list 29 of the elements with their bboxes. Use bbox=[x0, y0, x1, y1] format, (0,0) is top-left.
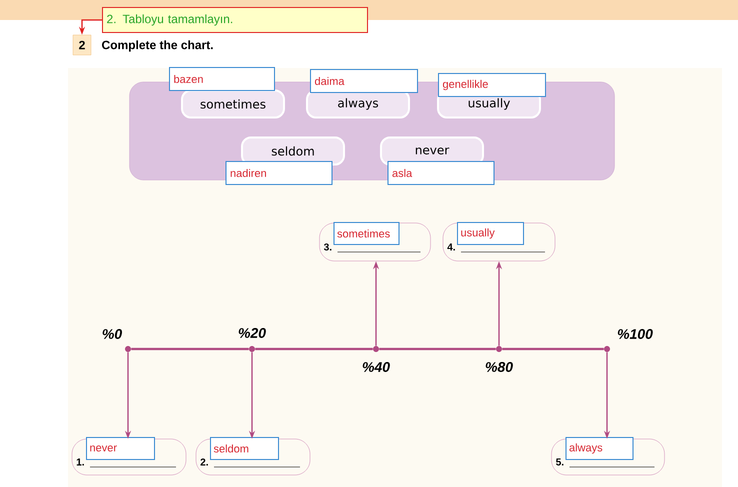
timeline-point bbox=[496, 346, 502, 352]
answer-box: 5. always bbox=[551, 437, 665, 476]
exercise-number: 2 bbox=[72, 34, 92, 56]
timeline-point bbox=[249, 346, 255, 352]
answer-box: 1. never bbox=[72, 437, 186, 476]
timeline-point bbox=[125, 346, 131, 352]
timeline bbox=[131, 348, 249, 350]
percent-label: %0 bbox=[102, 329, 122, 339]
translation-box: genellikle bbox=[438, 73, 546, 97]
translation-box: nadiren bbox=[226, 161, 332, 185]
timeline bbox=[379, 348, 496, 350]
answer-box: 4. usually bbox=[442, 222, 556, 262]
percent-label: %100 bbox=[618, 329, 653, 339]
word-chip: sometimes bbox=[181, 90, 285, 118]
instruction-text: Complete the chart. bbox=[102, 40, 213, 52]
percent-label: %20 bbox=[238, 328, 266, 338]
translation-note: 2. Tabloyu tamamlayın. bbox=[102, 7, 368, 33]
translation-box: daima bbox=[310, 69, 418, 93]
timeline bbox=[255, 348, 373, 350]
percent-label: %80 bbox=[486, 362, 513, 372]
word-chip: seldom bbox=[241, 136, 345, 166]
answer-box: 2. seldom bbox=[196, 437, 310, 476]
translation-box: asla bbox=[388, 161, 494, 185]
timeline bbox=[502, 348, 604, 350]
timeline-point bbox=[604, 346, 610, 352]
percent-label: %40 bbox=[362, 362, 390, 372]
translation-box: bazen bbox=[169, 67, 275, 91]
timeline-point bbox=[373, 346, 379, 352]
answer-box: 3. sometimes bbox=[319, 222, 431, 262]
